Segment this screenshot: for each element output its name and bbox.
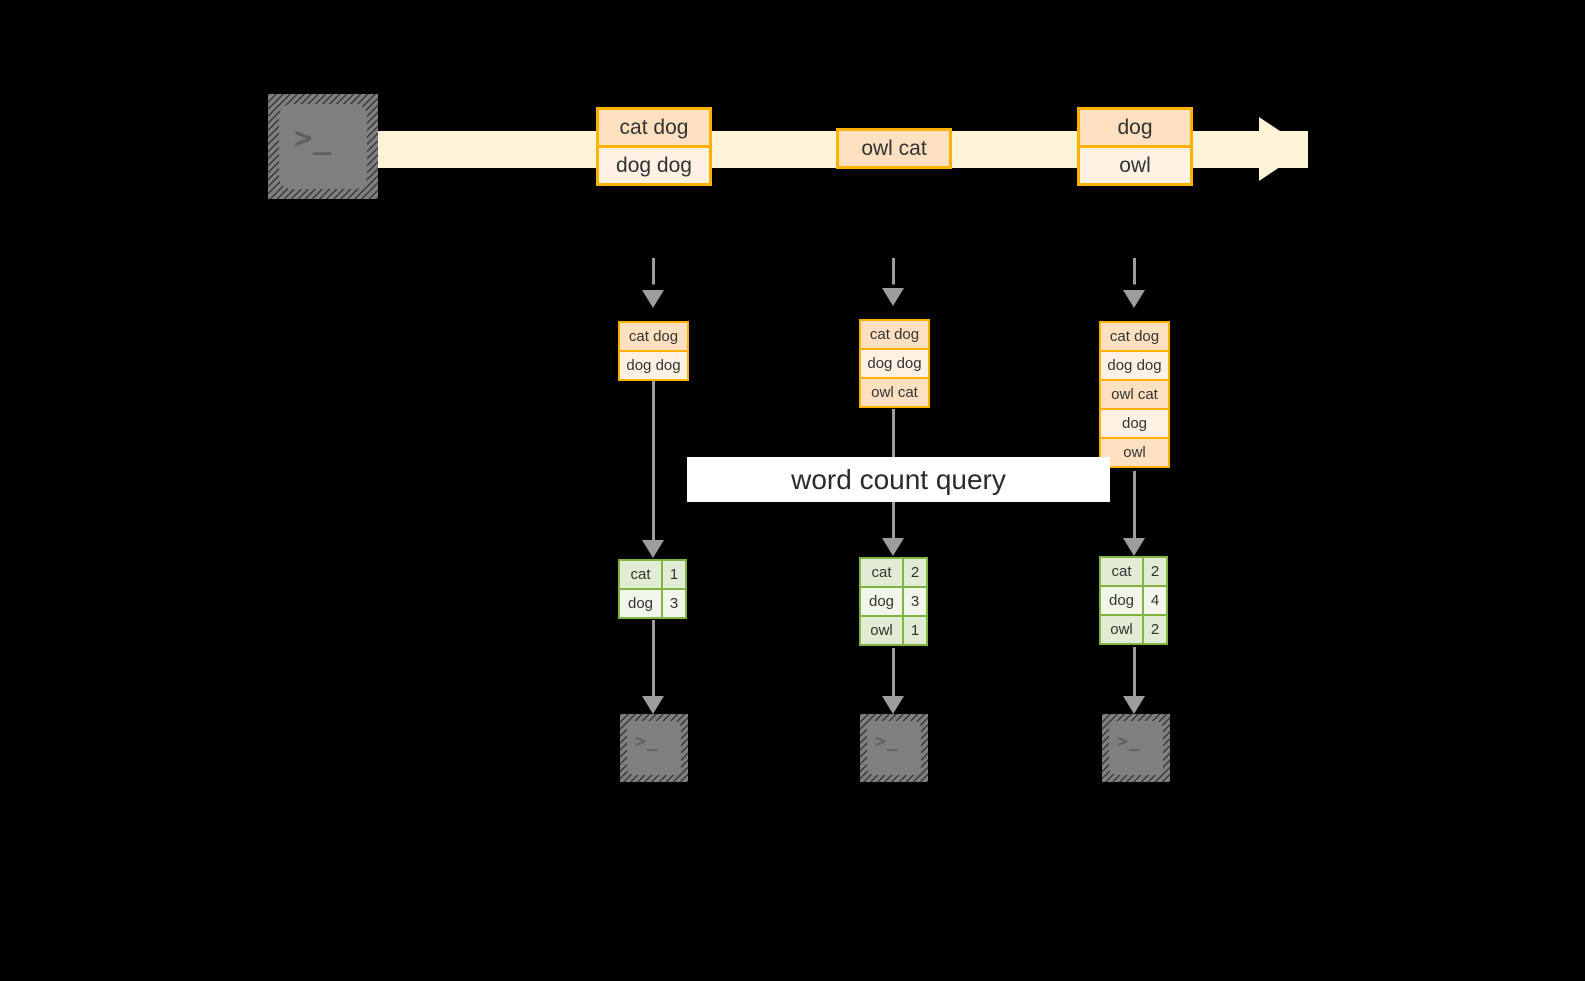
result-word: cat bbox=[618, 559, 663, 590]
stream-record-3-line-1: dog bbox=[1077, 107, 1193, 148]
snapshot-3-query-connector bbox=[1133, 471, 1136, 551]
snapshot-3-result-table[interactable]: cat 2 dog 4 owl 2 bbox=[1099, 556, 1168, 645]
snapshot-3-output-arrowhead bbox=[1123, 696, 1145, 714]
result-count: 4 bbox=[1142, 585, 1168, 616]
result-word: owl bbox=[1099, 614, 1144, 645]
stream-record-3-line-2: owl bbox=[1077, 145, 1193, 186]
table-row: cat 2 bbox=[859, 557, 928, 588]
snapshot-3-record-row: owl bbox=[1099, 437, 1170, 468]
snapshot-1-query-arrowhead bbox=[642, 540, 664, 558]
snapshot-1-query-connector bbox=[652, 381, 655, 551]
terminal-screen bbox=[279, 104, 367, 189]
table-row: cat 1 bbox=[618, 559, 687, 590]
stream-record-1-line-2: dog dog bbox=[596, 145, 712, 186]
snapshot-2-query-arrowhead bbox=[882, 538, 904, 556]
result-word: dog bbox=[1099, 585, 1144, 616]
terminal-screen bbox=[867, 721, 921, 775]
snapshot-2-output-arrowhead bbox=[882, 696, 904, 714]
snapshot-2-record-row: cat dog bbox=[859, 319, 930, 350]
snapshot-2-dashed-arrowhead bbox=[882, 288, 904, 306]
snapshot-3-record-row: dog dog bbox=[1099, 350, 1170, 381]
consumer-terminal-icon-3[interactable]: >_ bbox=[1102, 714, 1170, 782]
snapshot-3-dashed-connector bbox=[1133, 258, 1136, 306]
result-count: 2 bbox=[902, 557, 928, 588]
table-row: dog 3 bbox=[859, 586, 928, 617]
result-word: cat bbox=[859, 557, 904, 588]
stream-record-1-line-1: cat dog bbox=[596, 107, 712, 148]
terminal-prompt-glyph: >_ bbox=[1117, 731, 1141, 752]
snapshot-2-record-row: owl cat bbox=[859, 377, 930, 408]
snapshot-2-records[interactable]: cat dog dog dog owl cat bbox=[859, 319, 930, 408]
result-word: dog bbox=[859, 586, 904, 617]
snapshot-1-record-row: cat dog bbox=[618, 321, 689, 352]
terminal-prompt-glyph: >_ bbox=[635, 731, 659, 752]
result-word: dog bbox=[618, 588, 663, 619]
snapshot-1-result-table[interactable]: cat 1 dog 3 bbox=[618, 559, 687, 619]
result-word: owl bbox=[859, 615, 904, 646]
snapshot-3-dashed-arrowhead bbox=[1123, 290, 1145, 308]
snapshot-3-records[interactable]: cat dog dog dog owl cat dog owl bbox=[1099, 321, 1170, 468]
stream-record-2-line-1: owl cat bbox=[836, 128, 952, 169]
snapshot-1-dashed-connector bbox=[652, 258, 655, 306]
snapshot-3-record-row: owl cat bbox=[1099, 379, 1170, 410]
terminal-prompt-glyph: >_ bbox=[875, 731, 899, 752]
snapshot-1-output-connector bbox=[652, 620, 655, 706]
table-row: owl 1 bbox=[859, 615, 928, 646]
snapshot-3-query-arrowhead bbox=[1123, 538, 1145, 556]
result-count: 3 bbox=[902, 586, 928, 617]
snapshot-3-record-row: cat dog bbox=[1099, 321, 1170, 352]
result-count: 2 bbox=[1142, 556, 1168, 587]
result-count: 2 bbox=[1142, 614, 1168, 645]
table-row: dog 4 bbox=[1099, 585, 1168, 616]
terminal-prompt-glyph: >_ bbox=[294, 121, 333, 156]
snapshot-2-dashed-connector bbox=[892, 258, 895, 306]
consumer-terminal-icon-1[interactable]: >_ bbox=[620, 714, 688, 782]
snapshot-1-dashed-arrowhead bbox=[642, 290, 664, 308]
table-row: cat 2 bbox=[1099, 556, 1168, 587]
snapshot-1-records[interactable]: cat dog dog dog bbox=[618, 321, 689, 381]
snapshot-3-output-connector bbox=[1133, 647, 1136, 706]
snapshot-3-record-row: dog bbox=[1099, 408, 1170, 439]
result-count: 1 bbox=[902, 615, 928, 646]
snapshot-1-output-arrowhead bbox=[642, 696, 664, 714]
table-row: owl 2 bbox=[1099, 614, 1168, 645]
result-word: cat bbox=[1099, 556, 1144, 587]
consumer-terminal-icon-2[interactable]: >_ bbox=[860, 714, 928, 782]
snapshot-2-output-connector bbox=[892, 648, 895, 706]
terminal-screen bbox=[1109, 721, 1163, 775]
snapshot-2-record-row: dog dog bbox=[859, 348, 930, 379]
snapshot-2-result-table[interactable]: cat 2 dog 3 owl 1 bbox=[859, 557, 928, 646]
result-count: 3 bbox=[661, 588, 687, 619]
table-row: dog 3 bbox=[618, 588, 687, 619]
snapshot-1-record-row: dog dog bbox=[618, 350, 689, 381]
producer-terminal-icon[interactable]: >_ bbox=[268, 94, 378, 199]
word-count-query-banner: word count query bbox=[687, 457, 1110, 502]
terminal-screen bbox=[627, 721, 681, 775]
result-count: 1 bbox=[661, 559, 687, 590]
stream-arrow-head bbox=[1259, 117, 1307, 181]
